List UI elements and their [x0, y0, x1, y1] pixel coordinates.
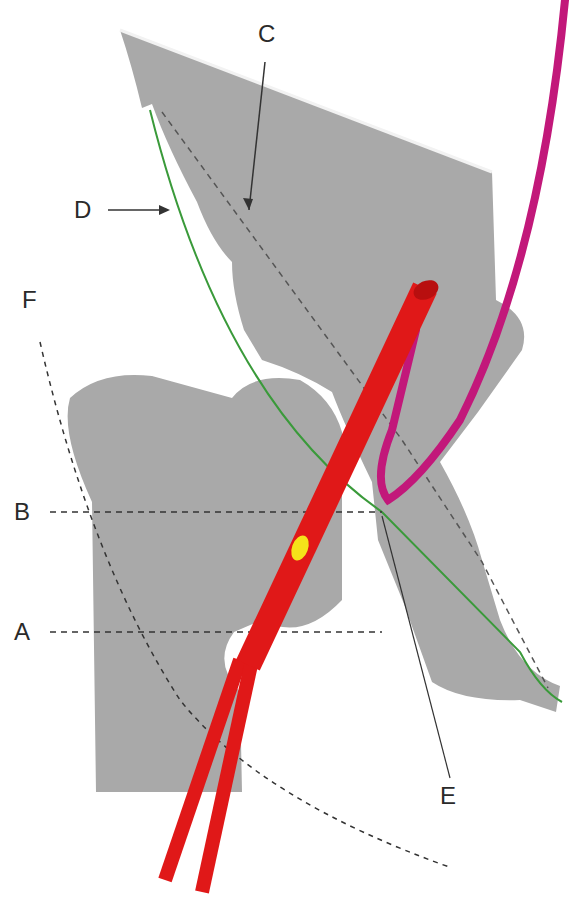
artery-end — [410, 276, 441, 303]
reference-line — [162, 112, 548, 688]
part-letter: B — [14, 500, 30, 524]
green-line — [150, 110, 562, 702]
arrow-head — [243, 198, 253, 210]
part-letter: F — [22, 288, 37, 312]
part-letter: C — [258, 22, 275, 46]
nerve — [381, 0, 565, 500]
leader-line — [382, 516, 450, 778]
part-letter: D — [74, 198, 91, 222]
artery — [202, 660, 252, 892]
bone-edge — [120, 30, 492, 172]
part-letter: A — [14, 620, 30, 644]
marker-dot — [288, 533, 312, 563]
level-line — [50, 631, 382, 633]
arrow-head — [159, 205, 170, 215]
artery — [248, 288, 425, 665]
part-letter: E — [440, 784, 456, 808]
leader-line — [249, 62, 265, 210]
